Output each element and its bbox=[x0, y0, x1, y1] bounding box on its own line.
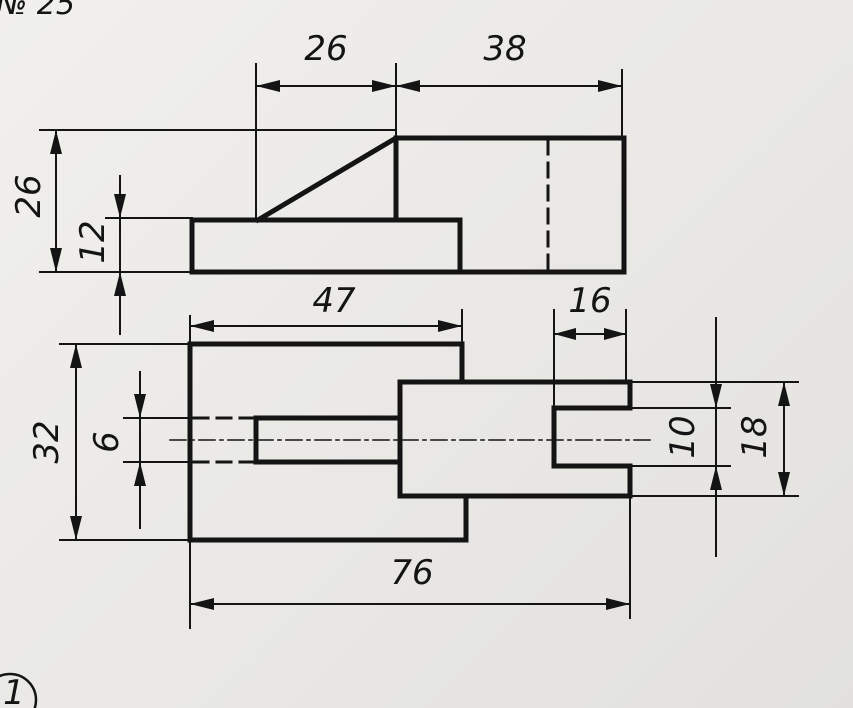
dim-plan-slot: 16 bbox=[553, 281, 627, 340]
dim-plan-slot-width: 10 bbox=[663, 317, 722, 557]
front-extension-lines bbox=[39, 63, 623, 273]
dim-plan-hole-label: 6 bbox=[87, 431, 127, 453]
dim-plan-length-label: 76 bbox=[390, 553, 433, 593]
dim-front-base: 12 bbox=[73, 175, 126, 335]
corner-marker-label: 1 bbox=[3, 673, 25, 708]
dim-top-right-label: 38 bbox=[483, 29, 526, 69]
dim-front-base-label: 12 bbox=[73, 220, 113, 263]
dim-plan-left: 47 bbox=[189, 281, 463, 332]
dim-plan-slot-width-label: 10 bbox=[663, 415, 703, 458]
dim-top-left: 26 bbox=[255, 29, 397, 92]
dim-top-right: 38 bbox=[395, 29, 623, 92]
dim-plan-depth-label: 32 bbox=[27, 420, 67, 463]
dim-plan-hole: 6 bbox=[87, 371, 146, 529]
dim-plan-slot-label: 16 bbox=[568, 281, 611, 321]
dim-plan-boss-label: 18 bbox=[735, 415, 775, 458]
dim-plan-depth: 32 bbox=[27, 343, 82, 541]
corner-marker: 1 bbox=[0, 672, 38, 708]
dim-top-left-label: 26 bbox=[304, 29, 347, 69]
dim-front-height: 26 bbox=[9, 129, 62, 273]
front-rib-slope bbox=[254, 134, 400, 224]
dim-plan-boss: 18 bbox=[735, 381, 790, 497]
dim-front-height-label: 26 bbox=[9, 174, 49, 217]
front-view bbox=[189, 134, 627, 275]
dim-plan-length: 76 bbox=[189, 553, 631, 610]
dim-plan-left-label: 47 bbox=[312, 281, 356, 321]
plan-view bbox=[169, 341, 651, 543]
header-label: № 25 bbox=[0, 0, 75, 22]
